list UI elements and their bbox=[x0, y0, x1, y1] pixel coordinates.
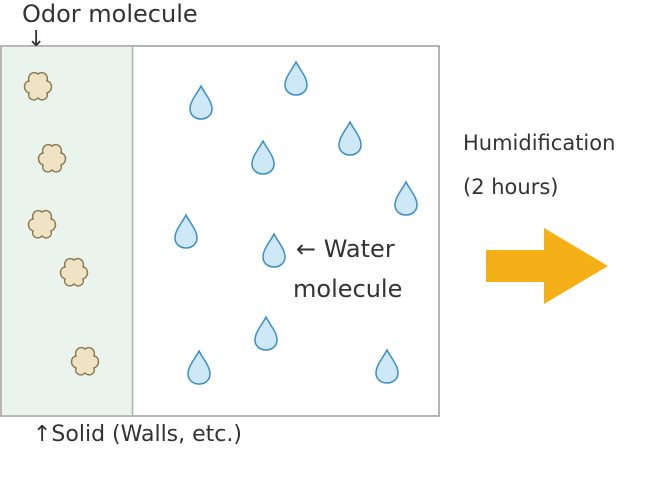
duration-label: (2 hours) bbox=[463, 175, 559, 199]
down-arrow-icon: ↓ bbox=[27, 27, 46, 52]
odor-molecule-icon bbox=[70, 346, 100, 376]
right-arrow-icon bbox=[486, 228, 608, 304]
humidification-label: Humidification bbox=[463, 131, 616, 155]
odor-molecule-icon bbox=[37, 143, 67, 173]
water-molecule-label: ← Water bbox=[296, 235, 395, 263]
water-molecule-label-line2: molecule bbox=[293, 275, 403, 303]
odor-molecule-icon bbox=[27, 209, 57, 239]
odor-molecule-label: Odor molecule bbox=[22, 0, 198, 28]
odor-molecule-icon bbox=[59, 257, 89, 287]
solid-label: ↑Solid (Walls, etc.) bbox=[33, 422, 242, 447]
odor-molecule-icon bbox=[23, 71, 53, 101]
solid-region bbox=[1, 46, 133, 416]
